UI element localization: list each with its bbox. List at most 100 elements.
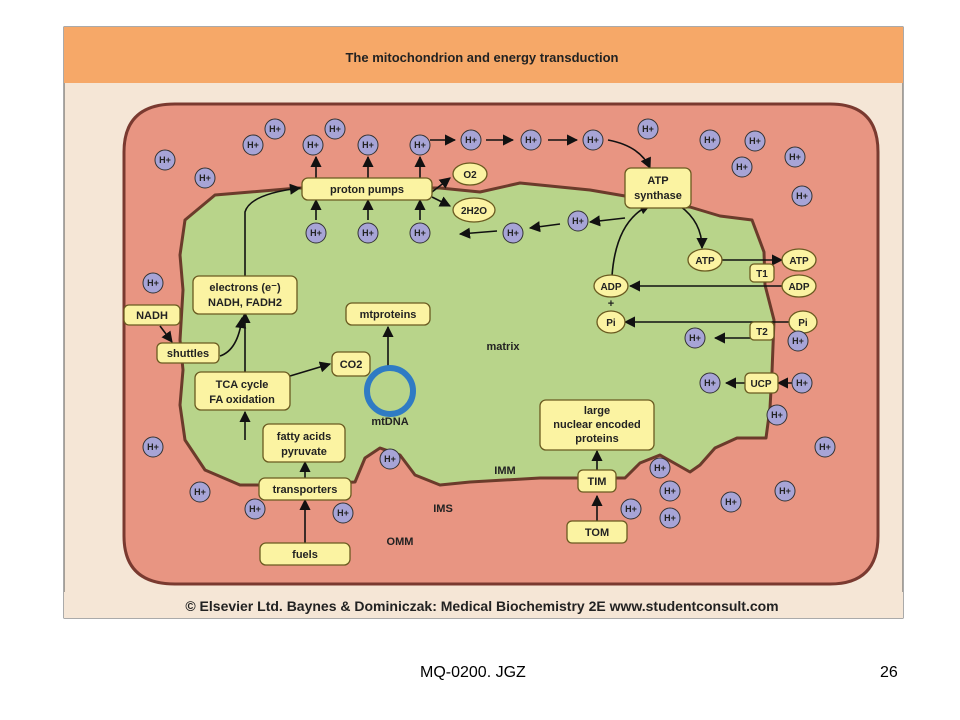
mtproteins-box [345,302,431,326]
boxes [123,162,818,566]
svg-text:H+: H+ [507,228,519,238]
svg-text:H+: H+ [771,410,783,420]
proton-ion: H+ [766,404,788,426]
proton-ions: H+ H+ H+ H+ H+ H+ H+ H+ H+ H+ H+ H+ H+ H+ H+ H+ H+ H+ H+ H+… [142,118,836,529]
proton-ion: H+ [791,372,813,394]
atp-out-box [781,248,817,272]
proton-ion: H+ [244,498,266,520]
svg-text:H+: H+ [199,173,211,183]
svg-text:H+: H+ [249,504,261,514]
proton-ion: H+ [357,222,379,244]
atp-synthase-box [624,167,692,209]
proton-ion: H+ [699,129,721,151]
mtproteins-label: mtproteins [360,309,417,321]
svg-text:H+: H+ [337,508,349,518]
proton-ion: H+ [659,480,681,502]
adp-in-box [593,274,629,298]
large-proteins-label-1: large [584,405,610,417]
svg-text:H+: H+ [779,486,791,496]
tom-label: TOM [585,527,609,539]
ucp-label: UCP [750,379,771,390]
svg-text:H+: H+ [362,228,374,238]
fuels-label: fuels [292,549,318,561]
pi-out-label: Pi [798,318,808,329]
proton-ion: H+ [409,134,431,156]
svg-text:H+: H+ [642,124,654,134]
svg-text:H+: H+ [789,152,801,162]
title-band [64,27,903,83]
atp-synthase-label-2: synthase [634,190,682,202]
svg-text:H+: H+ [587,135,599,145]
svg-text:H+: H+ [819,442,831,452]
proton-ion: H+ [684,327,706,349]
svg-text:H+: H+ [796,191,808,201]
copyright-text: © Elsevier Ltd. Baynes & Dominiczak: Med… [185,598,778,614]
proton-pumps-label: proton pumps [330,184,404,196]
svg-text:H+: H+ [792,336,804,346]
proton-ion: H+ [242,134,264,156]
mtdna-ring [364,365,416,417]
svg-text:H+: H+ [307,140,319,150]
svg-text:H+: H+ [704,378,716,388]
box-labels: proton pumps ATP synthase electrons (e⁻)… [136,170,810,561]
nadh-label: NADH [136,310,168,322]
svg-text:H+: H+ [194,487,206,497]
proton-ion: H+ [731,156,753,178]
svg-text:H+: H+ [414,228,426,238]
proton-ion: H+ [649,457,671,479]
svg-text:H+: H+ [147,442,159,452]
t2-box [749,321,775,341]
proton-ion: H+ [324,118,346,140]
tim-box [577,469,617,493]
figure-title: The mitochondrion and energy transductio… [345,50,618,65]
proton-ion: H+ [142,272,164,294]
o2-box [452,162,488,186]
svg-text:H+: H+ [384,454,396,464]
electrons-label-2: NADH, FADH2 [208,297,282,309]
atp-synthase-label-1: ATP [647,175,668,187]
svg-text:H+: H+ [664,513,676,523]
omm-label: OMM [387,536,414,548]
svg-text:H+: H+ [147,278,159,288]
proton-ion: H+ [567,210,589,232]
proton-ion: H+ [784,146,806,168]
atp-in-box [687,248,723,272]
large-proteins-label-2: nuclear encoded [553,419,640,431]
proton-ion: H+ [189,481,211,503]
proton-ion: H+ [659,507,681,529]
h2o-box [452,197,496,223]
svg-text:H+: H+ [525,135,537,145]
nadh-box [123,304,181,326]
proton-ion: H+ [620,498,642,520]
svg-text:H+: H+ [736,162,748,172]
proton-ion: H+ [409,222,431,244]
tom-box [566,520,628,544]
shuttles-label: shuttles [167,348,209,360]
footer-code: MQ-0200. JGZ [420,664,526,681]
svg-text:H+: H+ [572,216,584,226]
plus-sign: + [608,298,614,310]
proton-pumps-box [301,177,433,201]
ims-label: IMS [433,503,453,515]
svg-text:H+: H+ [664,486,676,496]
svg-text:H+: H+ [689,333,701,343]
svg-text:H+: H+ [414,140,426,150]
proton-ion: H+ [520,129,542,151]
electrons-label-1: electrons (e⁻) [209,282,281,294]
tca-box [194,371,291,411]
atp-out-label: ATP [789,256,809,267]
page-number: 26 [880,664,898,681]
ucp-box [744,372,779,394]
tca-label-1: TCA cycle [216,379,269,391]
adp-out-label: ADP [788,282,809,293]
proton-ion: H+ [774,480,796,502]
fatty-acids-label-1: fatty acids [277,431,331,443]
proton-ion: H+ [502,222,524,244]
proton-ion: H+ [194,167,216,189]
proton-ion: H+ [460,129,482,151]
fuels-box [259,542,351,566]
imm-label: IMM [494,465,515,477]
adp-out-box [781,274,817,298]
proton-ion: H+ [305,222,327,244]
